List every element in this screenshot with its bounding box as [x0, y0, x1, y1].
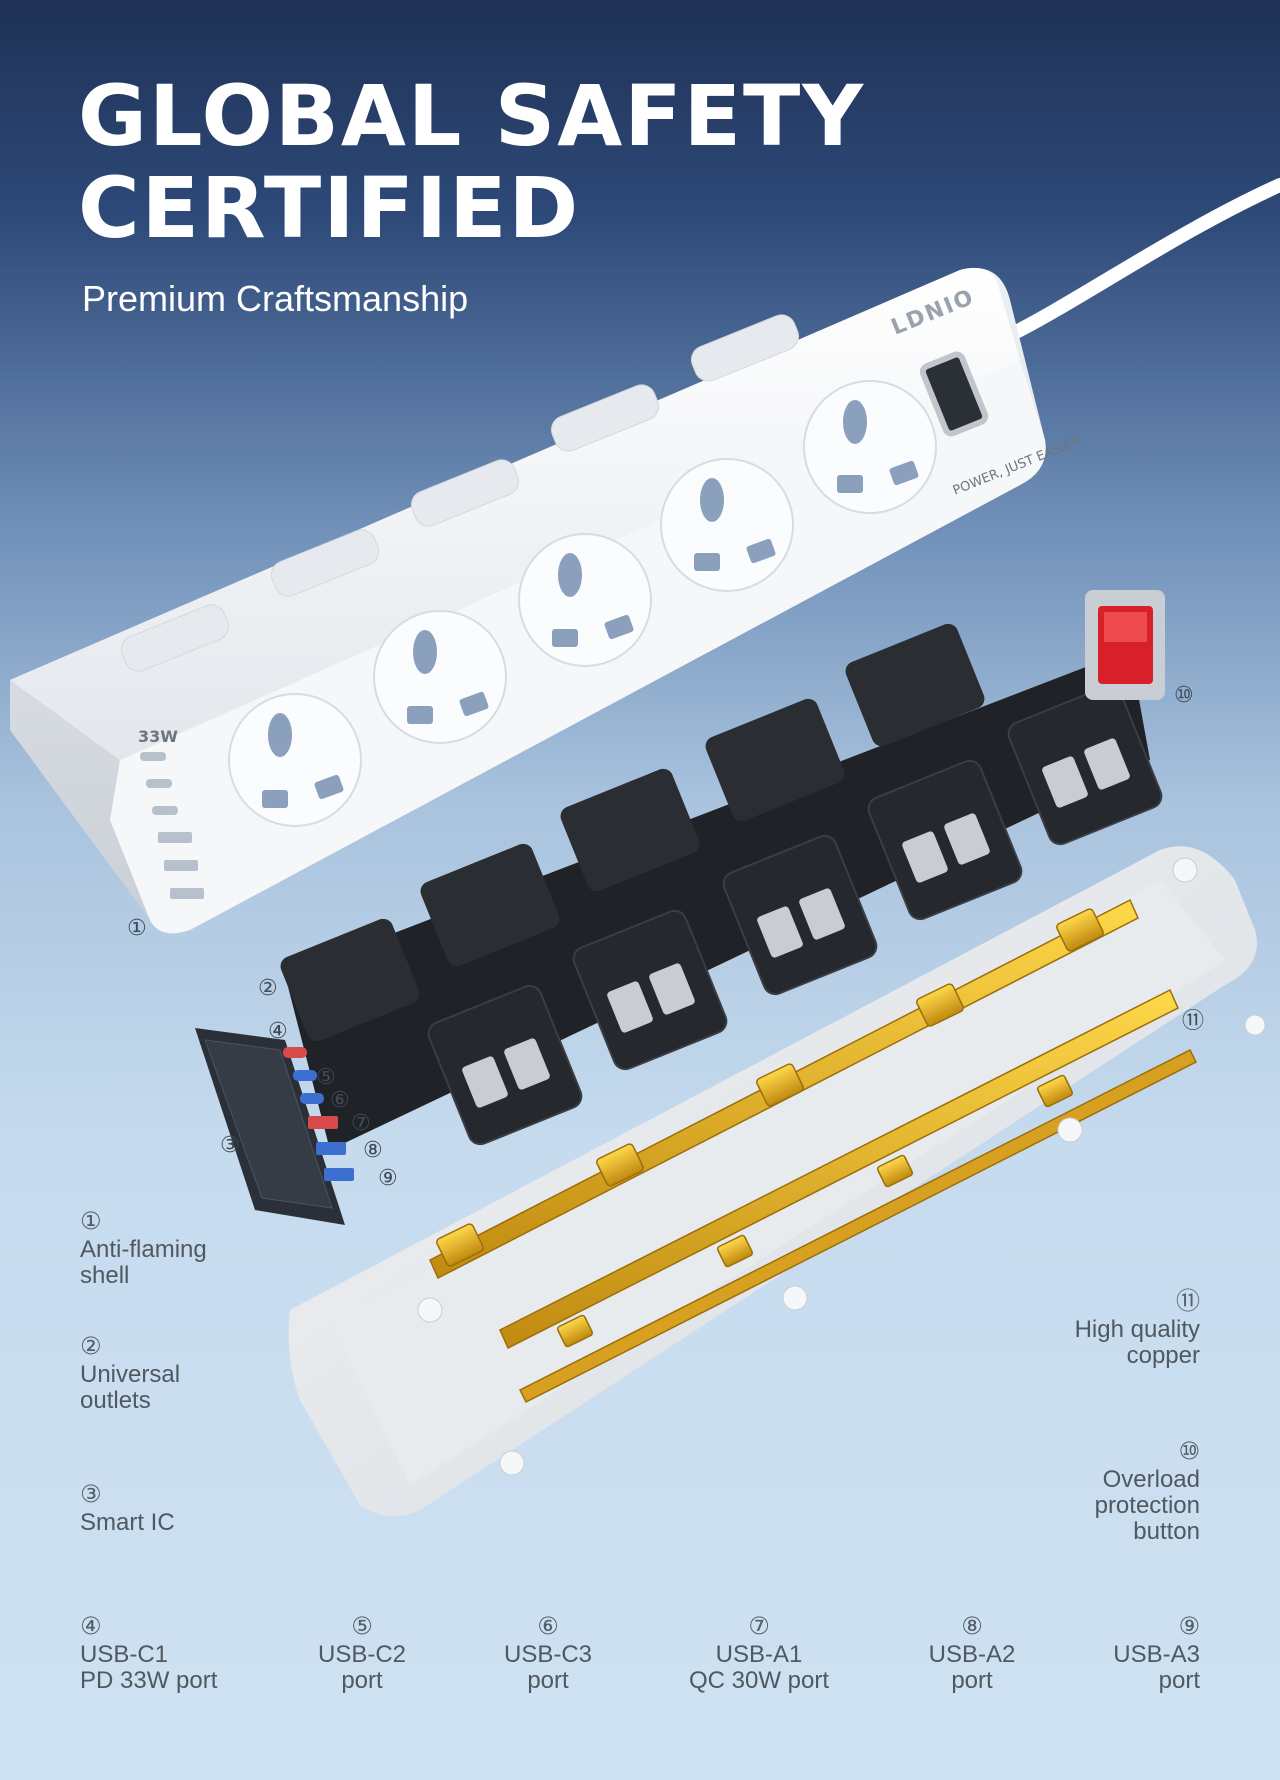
legend-label-line-2: protection: [1094, 1492, 1200, 1519]
legend-usb-c1: ④ USB-C1 PD 33W port: [80, 1612, 217, 1694]
legend-label-line-1: USB-A3: [1113, 1641, 1200, 1668]
callout-4: ④: [268, 1019, 288, 1044]
callout-6: ⑥: [330, 1088, 350, 1113]
legend-label-line-1: Universal: [80, 1361, 181, 1388]
legend-anti-flaming-shell: ① Anti-flaming shell: [80, 1207, 207, 1289]
legend-usb-c2: ⑤ USB-C2 port: [300, 1612, 424, 1694]
legend-label-line-2: outlets: [80, 1387, 151, 1414]
legend-number: ②: [80, 1332, 102, 1360]
usb-port-4: [158, 832, 192, 843]
legend-label-line-1: High quality: [1074, 1316, 1200, 1343]
legend-label-line-1: Smart IC: [80, 1509, 175, 1536]
callout-10: ⑩: [1174, 683, 1194, 708]
legend-label-line-2: port: [527, 1667, 569, 1694]
callout-11: ⑪: [1182, 1009, 1204, 1034]
outlet-modules: [280, 623, 1163, 1150]
legend-label-line-1: USB-C3: [503, 1641, 593, 1668]
legend-usb-a2: ⑧ USB-A2 port: [910, 1612, 1034, 1694]
shell-outlet-2: [373, 610, 507, 744]
legend-label-line-2: port: [341, 1667, 383, 1694]
legend-smart-ic: ③ Smart IC: [80, 1480, 175, 1536]
legend-usb-a1: ⑦ USB-A1 QC 30W port: [674, 1612, 844, 1694]
base-shell: [288, 846, 1266, 1517]
legend-number: ③: [80, 1480, 102, 1508]
legend-label-line-2: port: [951, 1667, 993, 1694]
legend-number: ⑥: [537, 1612, 559, 1640]
shell-outlet-4: [660, 458, 794, 592]
usb-port-6: [170, 888, 204, 899]
headline-line-2: CERTIFIED: [78, 159, 581, 257]
subtitle: Premium Craftsmanship: [82, 278, 469, 319]
legend-label-line-1: USB-C2: [317, 1641, 407, 1668]
legend-universal-outlets: ② Universal outlets: [80, 1332, 180, 1414]
usb-port-1: [140, 752, 166, 761]
legend-overload-protection-button: ⑩ Overload protection button: [1095, 1437, 1200, 1545]
legend-number: ⑨: [1178, 1612, 1200, 1640]
usb-badge: 33W: [138, 727, 178, 746]
copper-strips: [429, 898, 1198, 1404]
legend-label-line-3: button: [1133, 1518, 1200, 1545]
legend-number: ①: [80, 1207, 102, 1235]
callout-7: ⑦: [351, 1111, 371, 1136]
callout-2: ②: [258, 976, 278, 1001]
legend-usb-c3: ⑥ USB-C3 port: [486, 1612, 610, 1694]
legend-label-line-1: USB-C1: [80, 1641, 169, 1668]
power-strip-shell: LDNIO POWER, JUST EASIER: [10, 267, 1083, 934]
callout-3: ③: [220, 1133, 240, 1158]
usb-port-3: [152, 806, 178, 815]
callout-8: ⑧: [363, 1138, 383, 1163]
shell-outlet-5: [803, 380, 937, 514]
legend-label-line-2: port: [1158, 1667, 1200, 1694]
legend-label-line-1: USB-A1: [715, 1641, 803, 1668]
legend-label-line-1: Anti-flaming: [80, 1236, 207, 1263]
legend-number: ⑦: [748, 1612, 770, 1640]
legend-label-line-2: QC 30W port: [688, 1667, 830, 1694]
shell-outlet-1: [228, 693, 362, 827]
usb-port-2: [146, 779, 172, 788]
legend-high-quality-copper: ⑪ High quality copper: [1075, 1287, 1200, 1369]
legend-number: ⑧: [961, 1612, 983, 1640]
shell-outlet-3: [518, 533, 652, 667]
legend-label-line-2: copper: [1126, 1342, 1200, 1369]
legend-number: ⑤: [351, 1612, 373, 1640]
overload-switch-part: [1085, 590, 1165, 700]
power-cord: [1003, 178, 1280, 342]
callout-5: ⑤: [316, 1065, 336, 1090]
shell-power-switch: [919, 351, 989, 437]
legend-label-line-2: shell: [80, 1262, 130, 1289]
legend-label-line-1: Overload: [1102, 1466, 1200, 1493]
legend-usb-a3: ⑨ USB-A3 port: [1113, 1612, 1200, 1694]
callout-9: ⑨: [378, 1166, 398, 1191]
headline-line-1: GLOBAL SAFETY: [78, 67, 866, 165]
legend-label-line-2: PD 33W port: [80, 1667, 218, 1694]
circuit-board: [195, 1028, 354, 1225]
callout-markers: ① ② ③ ④ ⑤ ⑥ ⑦ ⑧ ⑨ ⑩ ⑪: [127, 683, 1204, 1191]
legend-number: ④: [80, 1612, 102, 1640]
legend-label-line-1: USB-A2: [928, 1641, 1016, 1668]
headline: GLOBAL SAFETY CERTIFIED: [78, 70, 865, 254]
callout-1: ①: [127, 916, 147, 941]
legend-number: ⑪: [1176, 1287, 1200, 1315]
legend-number: ⑩: [1178, 1437, 1200, 1465]
usb-port-5: [164, 860, 198, 871]
